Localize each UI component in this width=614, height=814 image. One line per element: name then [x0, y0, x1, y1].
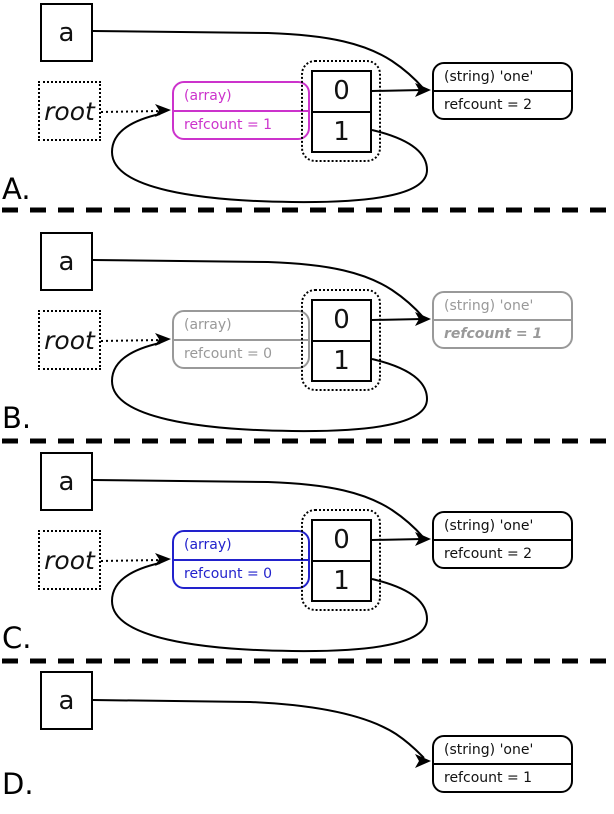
slots-node: 0 1 [311, 519, 372, 602]
string-type-row: (string) 'one' [434, 64, 571, 92]
root-box: root [38, 310, 101, 370]
var-box: a [40, 3, 93, 62]
var-label: a [58, 17, 75, 48]
edge-root-to-array [100, 110, 163, 113]
array-refcount-label: refcount = 0 [184, 345, 273, 362]
string-node: (string) 'one' refcount = 2 [432, 511, 573, 569]
string-refcount-row: refcount = 2 [434, 541, 571, 567]
var-box: a [40, 232, 93, 291]
string-refcount-label: refcount = 1 [444, 326, 543, 342]
panel-label: A. [2, 172, 31, 206]
array-refcount-label: refcount = 0 [184, 565, 273, 582]
string-type-label: (string) 'one' [444, 69, 534, 85]
array-refcount-row: refcount = 1 [174, 112, 308, 139]
slot-1-label: 1 [333, 565, 350, 596]
array-type-label: (array) [184, 317, 232, 334]
slots-node: 0 1 [311, 70, 372, 153]
array-refcount-label: refcount = 1 [184, 116, 273, 133]
array-type-row: (array) [174, 83, 308, 112]
string-refcount-row: refcount = 2 [434, 92, 571, 118]
root-box: root [38, 81, 101, 141]
string-type-label: (string) 'one' [444, 298, 534, 314]
slot-0: 0 [313, 72, 370, 113]
slots-dotted-wrapper [301, 509, 381, 611]
slot-0-label: 0 [333, 525, 350, 556]
panel-label: C. [2, 621, 32, 655]
string-node: (string) 'one' refcount = 1 [432, 735, 573, 793]
slots-node: 0 1 [311, 299, 372, 382]
string-node: (string) 'one' refcount = 2 [432, 62, 573, 120]
edge-var-to-string [92, 30, 424, 89]
slot-0-label: 0 [333, 305, 350, 336]
slot-1-label: 1 [333, 345, 350, 376]
slot-1-label: 1 [333, 116, 350, 147]
root-label: root [44, 325, 95, 355]
root-label: root [44, 96, 95, 126]
slot-0: 0 [313, 521, 370, 562]
string-type-row: (string) 'one' [434, 737, 571, 765]
panel-label: D. [2, 767, 34, 801]
string-type-row: (string) 'one' [434, 513, 571, 541]
var-box: a [40, 671, 93, 730]
array-type-row: (array) [174, 312, 308, 341]
slots-dotted-wrapper [301, 289, 381, 391]
panel-d-edges [92, 699, 431, 768]
array-type-label: (array) [184, 537, 232, 554]
string-type-row: (string) 'one' [434, 293, 571, 321]
string-refcount-row: refcount = 1 [434, 765, 571, 791]
edge-var-to-string [92, 699, 425, 759]
string-refcount-label: refcount = 1 [444, 770, 533, 786]
slots-dotted-wrapper [301, 60, 381, 162]
arrowhead-into-array [155, 104, 171, 117]
array-type-label: (array) [184, 88, 232, 105]
var-label: a [58, 466, 75, 497]
array-node: (array) refcount = 0 [172, 530, 310, 589]
root-label: root [44, 545, 95, 575]
array-node: (array) refcount = 0 [172, 310, 310, 369]
root-box: root [38, 530, 101, 590]
string-refcount-label: refcount = 2 [444, 546, 533, 562]
var-label: a [58, 246, 75, 277]
slot-1: 1 [313, 342, 370, 381]
var-label: a [58, 685, 75, 716]
panel-label: B. [2, 401, 32, 435]
arrowhead-into-string [415, 754, 431, 768]
edge-slot1-cycle-loop [110, 113, 429, 204]
var-box: a [40, 452, 93, 511]
slot-0-label: 0 [333, 76, 350, 107]
string-refcount-label: refcount = 2 [444, 97, 533, 113]
string-node: (string) 'one' refcount = 1 [432, 291, 573, 349]
slot-1: 1 [313, 562, 370, 601]
arrowhead-into-string [415, 83, 431, 97]
array-refcount-row: refcount = 0 [174, 341, 308, 368]
slot-1: 1 [313, 113, 370, 152]
string-refcount-row: refcount = 1 [434, 321, 571, 347]
array-type-row: (array) [174, 532, 308, 561]
string-type-label: (string) 'one' [444, 742, 534, 758]
string-type-label: (string) 'one' [444, 518, 534, 534]
array-node: (array) refcount = 1 [172, 81, 310, 140]
array-refcount-row: refcount = 0 [174, 561, 308, 588]
slot-0: 0 [313, 301, 370, 342]
